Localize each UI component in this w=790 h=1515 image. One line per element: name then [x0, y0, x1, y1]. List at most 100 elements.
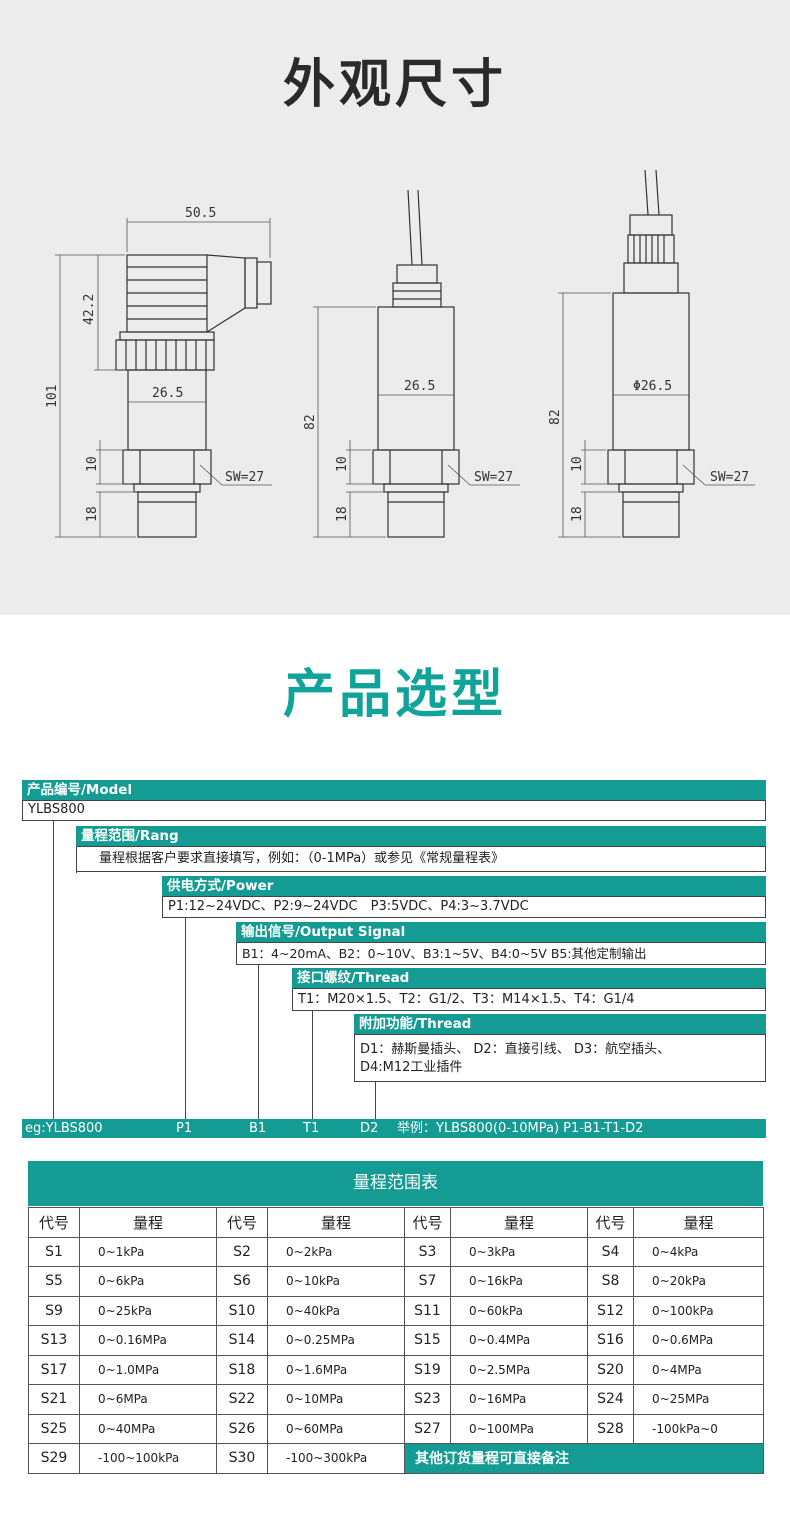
dim-width-label: 50.5 [185, 206, 216, 221]
range-code: S2 [216, 1236, 268, 1267]
col-range: 量程 [79, 1207, 217, 1238]
col-range: 量程 [450, 1207, 588, 1238]
range-value: -100kPa~0 [633, 1413, 764, 1444]
eg-p: P1 [176, 1121, 193, 1136]
range-code: S21 [28, 1384, 80, 1415]
range-value: 0~10kPa [267, 1266, 405, 1297]
rang-header: 量程范围/Rang [76, 826, 766, 846]
range-code: S13 [28, 1325, 80, 1356]
dim-thread-c-label: 18 [570, 506, 585, 522]
dim-body-a-label: 26.5 [152, 386, 183, 401]
range-code: S29 [28, 1443, 80, 1474]
connector-line [185, 918, 186, 1120]
range-code: S18 [216, 1354, 268, 1385]
connector-line [258, 965, 259, 1120]
range-table-title: 量程范围表 [28, 1161, 763, 1206]
range-value: 0~6kPa [79, 1266, 217, 1297]
eg-label: eg:YLBS800 [25, 1121, 103, 1136]
connector-line [375, 1082, 376, 1120]
range-value: 0~0.6MPa [633, 1325, 764, 1356]
range-value: 0~16kPa [450, 1266, 588, 1297]
range-code: S28 [587, 1413, 634, 1444]
col-code: 代号 [404, 1207, 451, 1238]
range-code: S1 [28, 1236, 80, 1267]
range-value: 0~25MPa [633, 1384, 764, 1415]
extra-text: D1：赫斯曼插头、 D2：直接引线、 D3：航空插头、 D4:M12工业插件 [354, 1034, 766, 1082]
range-code: S16 [587, 1325, 634, 1356]
dim-thread-b-label: 18 [335, 506, 350, 522]
col-code: 代号 [587, 1207, 634, 1238]
dim-body-c-label: Φ26.5 [633, 379, 672, 394]
range-code: S3 [404, 1236, 451, 1267]
range-value: 0~1kPa [79, 1236, 217, 1267]
extra-text-line1: D1：赫斯曼插头、 D2：直接引线、 D3：航空插头、 [360, 1042, 671, 1057]
col-range: 量程 [267, 1207, 405, 1238]
rang-text: 量程根据客户要求直接填写，例如：（0-1MPa）或参见《常规量程表》 [76, 846, 766, 872]
dim-hex-a-label: 10 [85, 456, 100, 472]
range-code: S10 [216, 1295, 268, 1326]
range-code: S27 [404, 1413, 451, 1444]
range-code: S23 [404, 1384, 451, 1415]
range-code: S30 [216, 1443, 268, 1474]
range-value: 0~100MPa [450, 1413, 588, 1444]
range-value: 0~10MPa [267, 1384, 405, 1415]
range-code: S22 [216, 1384, 268, 1415]
range-code: S5 [28, 1266, 80, 1297]
dim-hex-c-label: 10 [570, 456, 585, 472]
range-code: S11 [404, 1295, 451, 1326]
range-code: S20 [587, 1354, 634, 1385]
col-code: 代号 [28, 1207, 80, 1238]
range-code: S6 [216, 1266, 268, 1297]
range-value: 0~100kPa [633, 1295, 764, 1326]
thread-text: T1：M20×1.5、T2：G1/2、T3：M14×1.5、T4：G1/4 [292, 988, 766, 1011]
range-value: 0~4kPa [633, 1236, 764, 1267]
range-code: S4 [587, 1236, 634, 1267]
dim-head-label: 42.2 [82, 294, 97, 325]
range-value: -100~300kPa [267, 1443, 405, 1474]
range-code: S24 [587, 1384, 634, 1415]
output-text: B1：4~20mA、B2：0~10V、B3:1~5V、B4:0~5V B5:其他… [236, 942, 766, 965]
range-value: 0~25kPa [79, 1295, 217, 1326]
range-value: 0~0.4MPa [450, 1325, 588, 1356]
range-value: 0~40MPa [79, 1413, 217, 1444]
connector-line [312, 1010, 313, 1120]
range-value: 0~2kPa [267, 1236, 405, 1267]
range-value: 0~16MPa [450, 1384, 588, 1415]
range-note: 其他订货量程可直接备注 [404, 1443, 764, 1474]
eg-d: D2 [360, 1121, 379, 1136]
dim-hex-b-label: 10 [335, 456, 350, 472]
sw-c-label: SW=27 [710, 470, 749, 485]
dimensions-title: 外观尺寸 [282, 55, 507, 115]
sw-b-label: SW=27 [474, 470, 513, 485]
range-code: S9 [28, 1295, 80, 1326]
power-header: 供电方式/Power [162, 876, 766, 896]
range-value: 0~60MPa [267, 1413, 405, 1444]
dim-total-b-label: 82 [303, 414, 318, 430]
range-value: 0~6MPa [79, 1384, 217, 1415]
range-code: S12 [587, 1295, 634, 1326]
range-table-header-row: 代号 量程 代号 量程 代号 量程 代号 量程 [28, 1207, 764, 1238]
example-bar: eg:YLBS800 P1 B1 T1 D2 举例：YLBS800(0-10MP… [22, 1119, 766, 1138]
range-code: S8 [587, 1266, 634, 1297]
model-header: 产品编号/Model [22, 780, 766, 800]
connector-line [53, 820, 54, 1120]
range-code: S7 [404, 1266, 451, 1297]
range-value: -100~100kPa [79, 1443, 217, 1474]
eg-b: B1 [249, 1121, 267, 1136]
power-text: P1:12~24VDC、P2:9~24VDC P3:5VDC、P4:3~3.7V… [162, 896, 766, 918]
range-value: 0~60kPa [450, 1295, 588, 1326]
range-code: S14 [216, 1325, 268, 1356]
range-code: S25 [28, 1413, 80, 1444]
dim-total-a-label: 101 [45, 385, 60, 408]
range-value: 0~40kPa [267, 1295, 405, 1326]
range-value: 0~4MPa [633, 1354, 764, 1385]
thread-header: 接口螺纹/Thread [292, 968, 766, 988]
dim-body-b-label: 26.5 [404, 379, 435, 394]
eg-example: 举例：YLBS800(0-10MPa) P1-B1-T1-D2 [397, 1121, 644, 1136]
col-range: 量程 [633, 1207, 764, 1238]
range-value: 0~2.5MPa [450, 1354, 588, 1385]
selection-title: 产品选型 [282, 665, 507, 725]
